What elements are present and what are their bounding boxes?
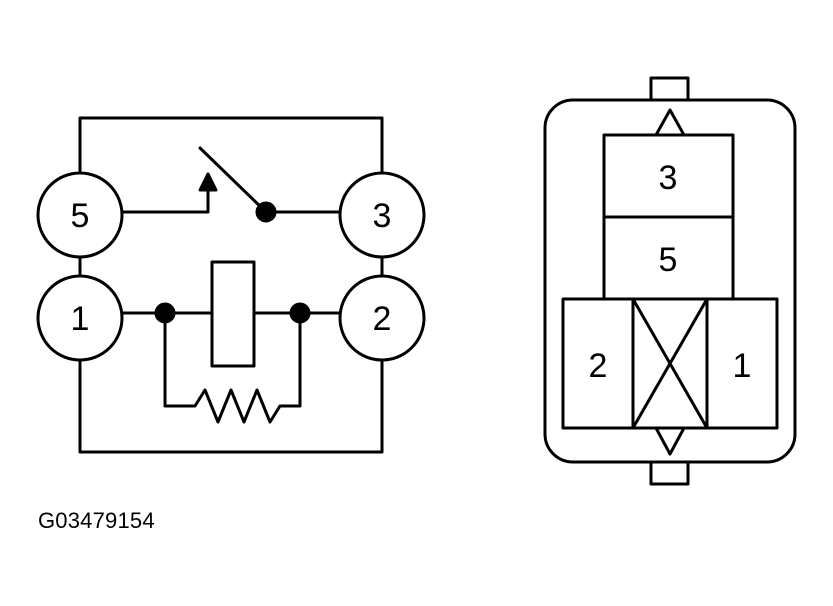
connector-cell-2-label: 2 bbox=[589, 347, 608, 385]
figure-id-caption: G03479154 bbox=[38, 508, 155, 533]
relay-coil bbox=[210, 260, 256, 368]
connector-cell-3-label: 3 bbox=[659, 159, 678, 197]
wire-top-loop bbox=[78, 116, 384, 177]
connector-bottom-block bbox=[561, 297, 779, 430]
pin-2-label: 2 bbox=[373, 300, 392, 338]
pin-5-label: 5 bbox=[71, 197, 90, 235]
switch-contact-arrow bbox=[198, 172, 218, 192]
connector-bottom-tab bbox=[649, 458, 690, 486]
guide-arrow-up bbox=[654, 108, 686, 137]
pin-1-terminal bbox=[36, 274, 124, 362]
wire-bottom-loop bbox=[78, 356, 384, 454]
pin-1-label: 1 bbox=[71, 300, 90, 338]
connector-cell-5-label: 5 bbox=[659, 241, 678, 279]
connector-housing bbox=[543, 98, 797, 464]
connector-face: 3 5 2 1 bbox=[543, 76, 797, 486]
pin-3-label: 3 bbox=[373, 197, 392, 235]
pin-5-terminal bbox=[36, 171, 124, 259]
pin-3-terminal bbox=[338, 171, 426, 259]
connector-top-tab bbox=[649, 76, 690, 104]
switch-fixed-contact bbox=[120, 184, 210, 214]
connector-cell-1-label: 1 bbox=[733, 347, 752, 385]
parallel-resistor bbox=[163, 311, 302, 424]
relay-schematic: 5 3 1 2 bbox=[36, 116, 426, 454]
blank-cavity-cross-b bbox=[631, 297, 709, 430]
pin-2-terminal bbox=[338, 274, 426, 362]
switch-blade bbox=[198, 146, 268, 214]
